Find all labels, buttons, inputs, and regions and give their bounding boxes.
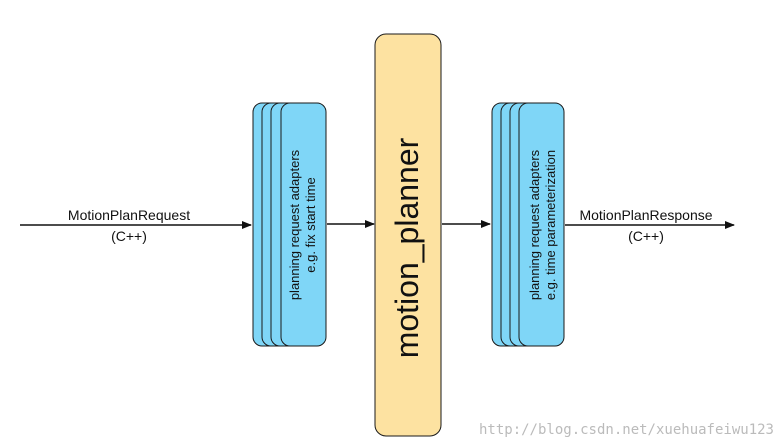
- input-label: MotionPlanRequest: [68, 207, 190, 223]
- right-adapter-stack: planning request adapters e.g. time para…: [491, 102, 565, 347]
- input-sub-label: (C++): [111, 228, 147, 244]
- left-adapter-line2: e.g. fix start time: [303, 177, 318, 272]
- left-adapter-line1: planning request adapters: [287, 149, 302, 300]
- right-adapter-line2: e.g. time parameterization: [543, 150, 558, 300]
- right-adapter-card-front: [518, 102, 565, 347]
- watermark-text: http://blog.csdn.net/xuehuafeiwu123: [479, 422, 774, 438]
- motion-planner-label: motion_planner: [389, 137, 425, 358]
- left-adapter-card-front: [280, 102, 327, 347]
- motion-planner-block: [374, 33, 442, 437]
- output-label: MotionPlanResponse: [579, 207, 712, 223]
- right-adapter-line1: planning request adapters: [527, 149, 542, 300]
- output-sub-label: (C++): [628, 228, 664, 244]
- left-adapter-stack: planning request adapters e.g. fix start…: [252, 102, 327, 347]
